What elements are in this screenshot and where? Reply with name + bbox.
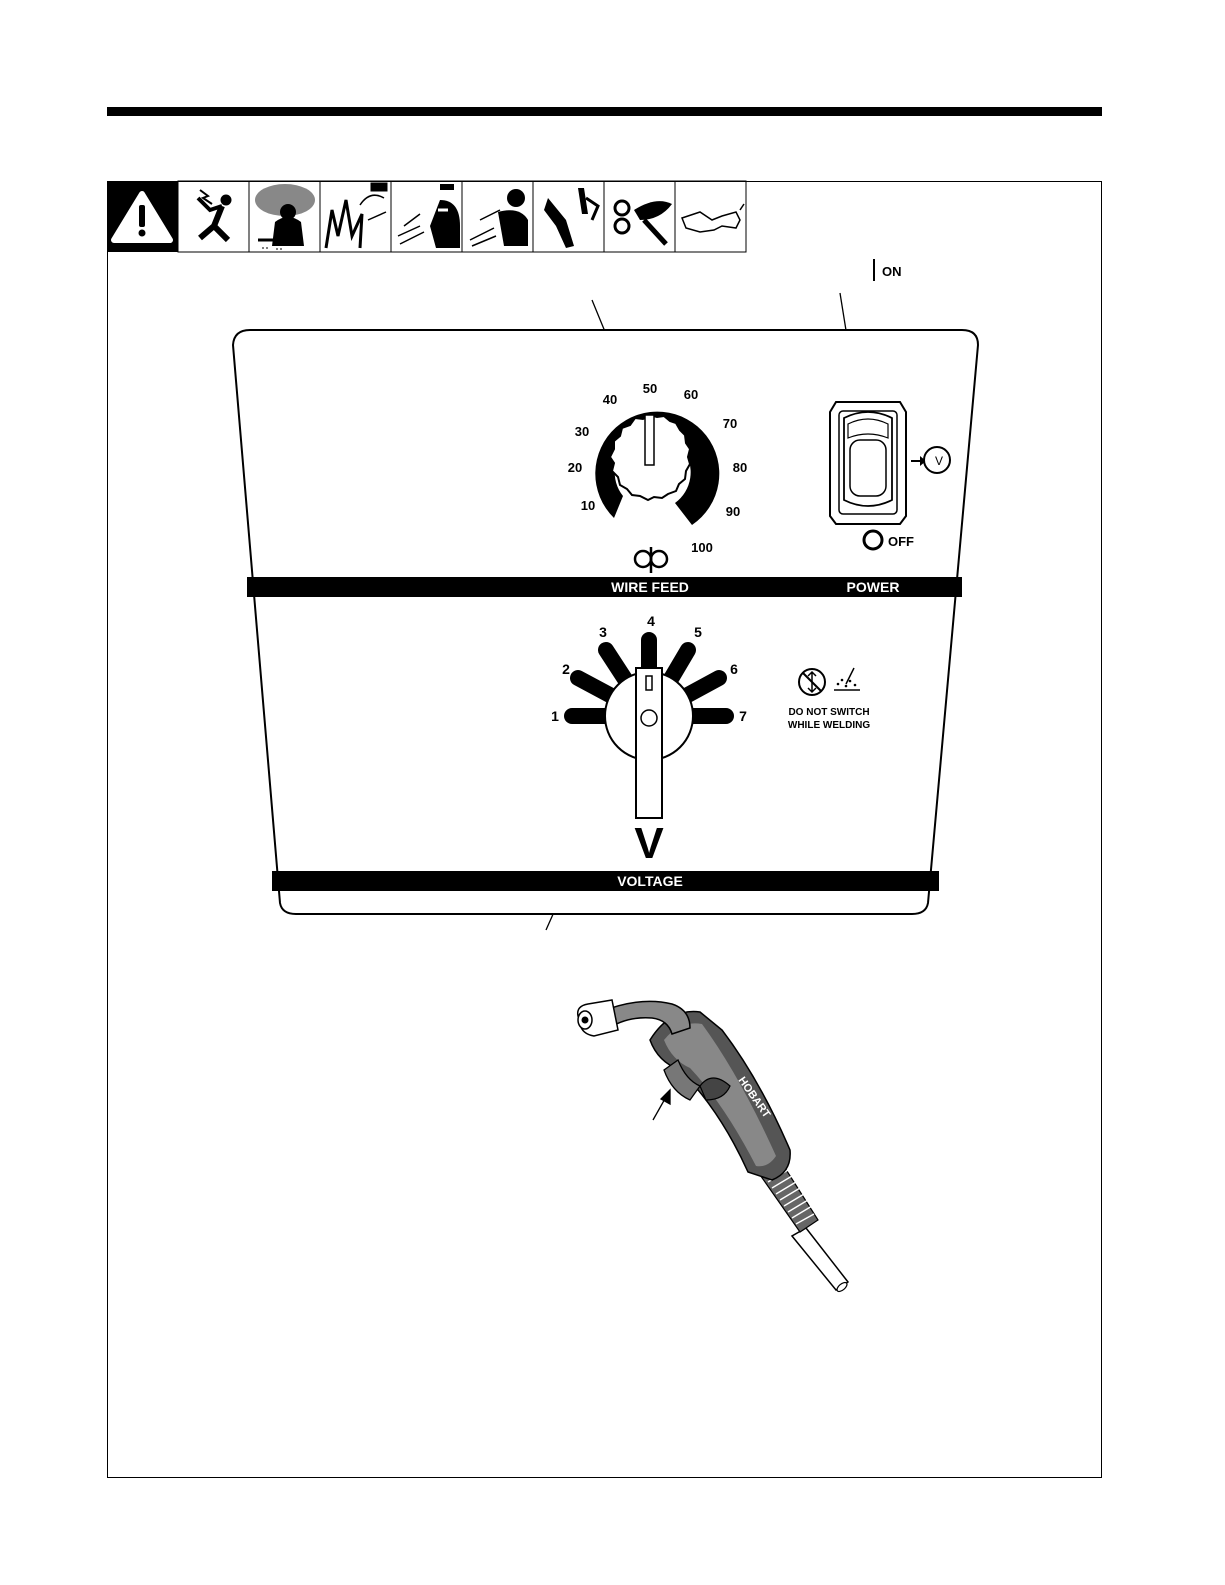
hot-parts-glove-icon (544, 188, 598, 248)
voltage-tap-label: 6 (730, 661, 738, 677)
voltage-label: VOLTAGE (617, 873, 683, 889)
warning-triangle-icon (107, 181, 178, 252)
wire-feed-tick: 100 (691, 540, 713, 555)
safety-glasses-icon (682, 204, 744, 232)
voltage-label-band (272, 871, 939, 891)
caution-line-1: DO NOT SWITCH (788, 707, 869, 718)
explosion-sparks-icon (326, 184, 386, 248)
power-label: POWER (847, 579, 900, 595)
wire-feed-tick: 30 (575, 424, 589, 439)
voltage-tap-label: 2 (562, 661, 570, 677)
caution-line-2: WHILE WELDING (788, 720, 870, 731)
power-switch[interactable] (830, 402, 906, 524)
voltage-symbol: V (634, 819, 664, 868)
power-on-label: ON (882, 264, 902, 279)
wire-feed-label: WIRE FEED (611, 579, 689, 595)
wire-feed-tick: 90 (726, 504, 740, 519)
voltage-tap-label: 4 (647, 613, 655, 629)
welding-gun: HOBART (578, 1000, 849, 1293)
power-off-label: OFF (888, 534, 914, 549)
fumes-icon (255, 184, 315, 249)
safety-icon-strip (107, 181, 746, 252)
wire-feed-tick: 80 (733, 460, 747, 475)
wire-feed-tick: 50 (643, 381, 657, 396)
electric-shock-icon (198, 190, 231, 240)
wire-feed-tick: 70 (723, 416, 737, 431)
gun-cable (792, 1228, 848, 1290)
wire-feed-tick: 60 (684, 387, 698, 402)
voltage-tap-label: 3 (599, 624, 607, 640)
moving-rollers-icon (615, 201, 672, 244)
wire-feed-tick: 10 (581, 498, 595, 513)
hot-metal-burn-icon (470, 189, 528, 246)
voltage-tap-label: 1 (551, 708, 559, 724)
wire-feed-tick: 40 (603, 392, 617, 407)
wire-feed-knob-pointer (645, 415, 654, 465)
voltage-tap-label: 5 (694, 624, 702, 640)
voltage-selector-handle[interactable] (636, 668, 662, 818)
power-on-marker: ON (874, 259, 902, 281)
voltmeter-symbol-label: V (935, 454, 943, 468)
voltage-tap-label: 7 (739, 708, 747, 724)
wire-feed-tick: 20 (568, 460, 582, 475)
arc-rays-helmet-icon (398, 184, 460, 248)
